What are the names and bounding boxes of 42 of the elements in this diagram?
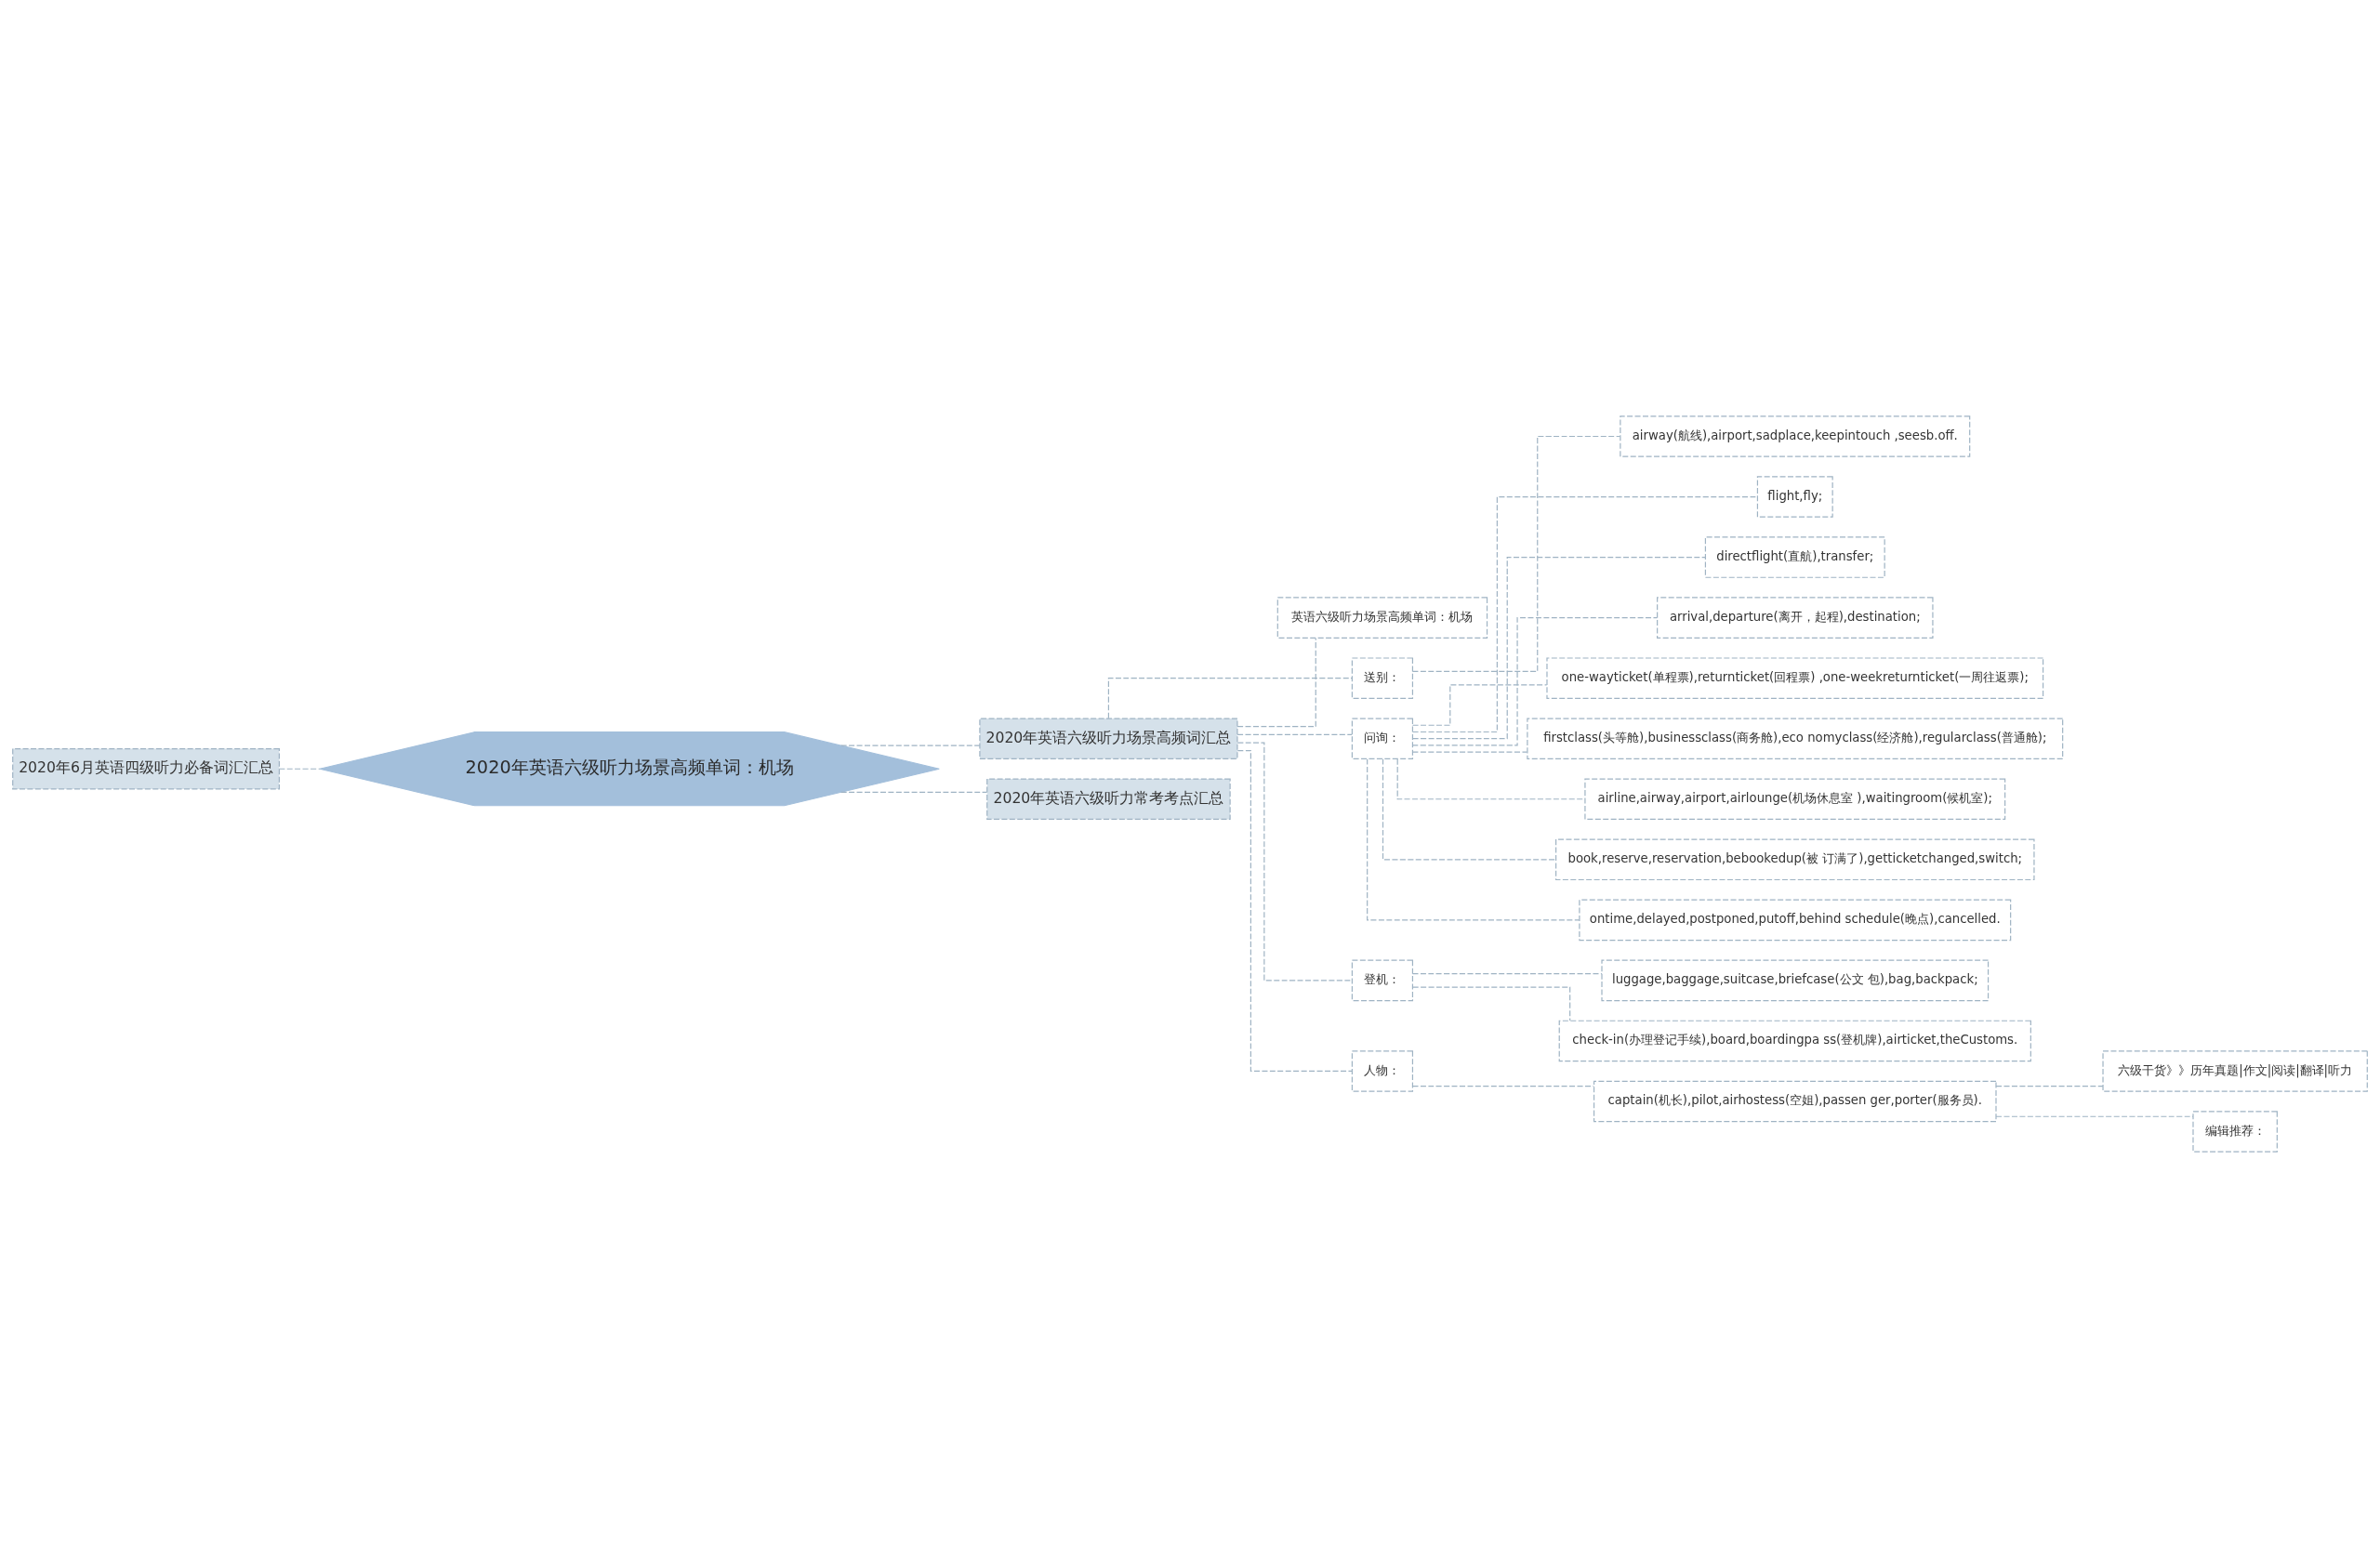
connector xyxy=(1236,750,1353,1073)
connector xyxy=(1995,1115,2194,1117)
connector xyxy=(1412,495,1758,733)
connector xyxy=(1412,557,1706,740)
node-box: captain(机长),pilot,airhostess(空姐),passen ger,porter(服务员). xyxy=(1593,1080,1997,1123)
connector xyxy=(1107,678,1353,719)
connector xyxy=(840,744,981,746)
node-box: 2020年6月英语四级听力必备词汇汇总 xyxy=(12,747,280,790)
node-box: firstclass(头等舱),businessclass(商务舱),eco nomyclass(经济舱),regularclass(普通舱); xyxy=(1527,718,2064,759)
connector xyxy=(1411,1086,1594,1087)
node-box: one-wayticket(单程票),returnticket(回程票) ,one-weekreturnticket(一周往返票); xyxy=(1546,657,2044,699)
connector xyxy=(1367,758,1580,921)
connector xyxy=(1411,684,1548,726)
node-box: 编辑推荐： xyxy=(2192,1111,2278,1153)
node-box: airway(航线),airport,sadplace,keepintouch ,seesb.off. xyxy=(1620,415,1971,457)
node-box: check-in(办理登记手续),board,boardingpa ss(登机牌),airticket,theCustoms. xyxy=(1558,1020,2031,1062)
connector xyxy=(1411,617,1658,746)
connector xyxy=(1236,733,1353,735)
node-box: 登机： xyxy=(1351,959,1414,1002)
node-box: flight,fly; xyxy=(1756,476,1833,518)
node-box: airline,airway,airport,airlounge(机场休息室 ),waitingroom(候机室); xyxy=(1584,778,2006,821)
connector xyxy=(1236,742,1353,982)
node-box: 问询： xyxy=(1351,718,1414,759)
connector xyxy=(1411,751,1528,753)
connector xyxy=(1411,973,1603,975)
node-box: arrival,departure(离开，起程),destination; xyxy=(1657,597,1934,639)
connector xyxy=(1396,758,1586,800)
node-box: ontime,delayed,postponed,putoff,behind schedule(晚点),cancelled. xyxy=(1579,899,2012,942)
node-box: 英语六级听力场景高频单词：机场 xyxy=(1276,597,1488,639)
connector xyxy=(1995,1086,2104,1087)
node-box: 六级干货》》历年真题|作文|阅读|翻译|听力 xyxy=(2102,1050,2368,1092)
connector xyxy=(840,791,988,793)
node-box: 2020年英语六级听力场景高频词汇总 xyxy=(979,718,1238,759)
connector xyxy=(1412,986,1571,1021)
node-box: 2020年英语六级听力常考考点汇总 xyxy=(986,778,1231,821)
connector xyxy=(278,768,321,770)
node-box: directflight(直航),transfer; xyxy=(1704,536,1885,578)
connector xyxy=(1236,638,1316,728)
node-box: 送别： xyxy=(1351,657,1414,699)
node-box: luggage,baggage,suitcase,briefcase(公文 包),bag,backpack; xyxy=(1601,959,1990,1002)
node-box: book,reserve,reservation,bebookedup(被 订满了),getticketchanged,switch; xyxy=(1555,838,2035,881)
node-box: 人物： xyxy=(1351,1050,1414,1092)
